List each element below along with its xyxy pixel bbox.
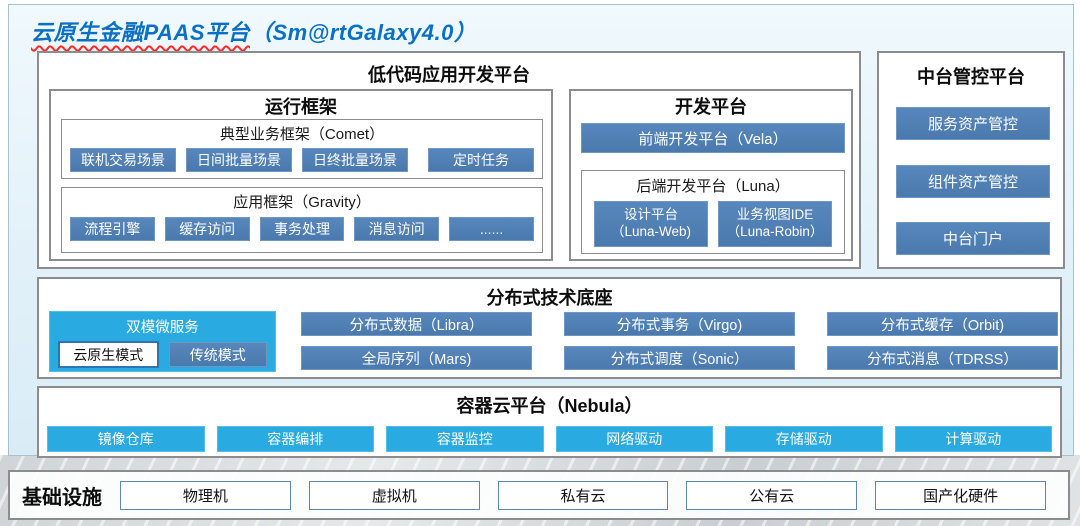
container-cloud-title: 容器云平台（Nebula） <box>456 396 643 416</box>
virtual-machine: 虚拟机 <box>308 480 480 510</box>
distributed-message-tdrss: 分布式消息（TDRSS） <box>827 346 1058 370</box>
mid-platform-title: 中台管控平台 <box>917 67 1025 87</box>
gravity-framework-panel: 应用框架（Gravity） 流程引擎 缓存访问 事务处理 消息访问 ...... <box>61 187 543 253</box>
gravity-items-row: 流程引擎 缓存访问 事务处理 消息访问 ...... <box>62 212 542 241</box>
image-registry: 镜像仓库 <box>47 426 205 452</box>
dual-mode-title: 双模微服务 <box>126 320 199 336</box>
gravity-framework-title: 应用框架（Gravity） <box>233 194 371 211</box>
dual-mode-row: 云原生模式 传统模式 <box>50 337 275 368</box>
page-title-version: （Sm@rtGalaxy4.0） <box>250 20 477 45</box>
luna-robin-ide: 业务视图IDE （Luna-Robin） <box>718 201 832 247</box>
comet-item-scheduled-task: 定时任务 <box>428 148 534 172</box>
comet-item-online-trade: 联机交易场景 <box>70 148 176 172</box>
lowcode-platform-title: 低代码应用开发平台 <box>368 65 530 85</box>
gravity-item-message-access: 消息访问 <box>354 217 440 241</box>
gravity-item-cache-access: 缓存访问 <box>164 217 250 241</box>
lowcode-platform-panel: 低代码应用开发平台 运行框架 典型业务框架（Comet） 联机交易场景 日间批量… <box>37 51 861 269</box>
runtime-framework-panel: 运行框架 典型业务框架（Comet） 联机交易场景 日间批量场景 日终批量场景 … <box>49 89 553 261</box>
private-cloud: 私有云 <box>497 480 669 510</box>
dev-platform-title: 开发平台 <box>675 97 747 117</box>
container-monitoring: 容器监控 <box>386 426 544 452</box>
mid-platform-items: 服务资产管控 组件资产管控 中台门户 <box>896 107 1050 255</box>
component-asset-control: 组件资产管控 <box>896 164 1050 198</box>
physical-machine: 物理机 <box>120 480 291 510</box>
luna-web-line1: 设计平台 <box>624 207 678 223</box>
dev-platform-panel: 开发平台 前端开发平台（Vela） 后端开发平台（Luna） 设计平台 （Lun… <box>569 89 853 261</box>
gravity-item-more: ...... <box>449 217 534 241</box>
comet-framework-title: 典型业务框架（Comet） <box>219 126 385 143</box>
luna-items-row: 设计平台 （Luna-Web) 业务视图IDE （Luna-Robin） <box>582 196 844 247</box>
luna-robin-line2: （Luna-Robin） <box>726 224 824 239</box>
comet-framework-panel: 典型业务框架（Comet） 联机交易场景 日间批量场景 日终批量场景 定时任务 <box>61 119 543 179</box>
luna-web-line2: （Luna-Web) <box>610 224 692 239</box>
infrastructure-items: 物理机 虚拟机 私有云 公有云 国产化硬件 <box>120 480 1046 510</box>
storage-driver: 存储驱动 <box>725 426 883 452</box>
luna-web-design-platform: 设计平台 （Luna-Web) <box>594 201 708 247</box>
vela-frontend-platform: 前端开发平台（Vela） <box>581 123 845 153</box>
mid-platform-panel: 中台管控平台 服务资产管控 组件资产管控 中台门户 <box>877 51 1065 269</box>
global-sequence-mars: 全局序列（Mars) <box>301 346 532 370</box>
runtime-framework-title: 运行框架 <box>265 97 337 117</box>
luna-robin-line1: 业务视图IDE <box>736 207 814 223</box>
container-cloud-items: 镜像仓库 容器编排 容器监控 网络驱动 存储驱动 计算驱动 <box>39 418 1060 452</box>
infrastructure-panel: 基础设施 物理机 虚拟机 私有云 公有云 国产化硬件 <box>8 470 1070 520</box>
luna-backend-panel: 后端开发平台（Luna） 设计平台 （Luna-Web) 业务视图IDE （Lu… <box>581 170 845 254</box>
distributed-transaction-virgo: 分布式事务（Virgo) <box>564 312 795 336</box>
comet-item-eod-batch: 日终批量场景 <box>302 148 408 172</box>
container-orchestration: 容器编排 <box>216 426 374 452</box>
public-cloud: 公有云 <box>686 480 858 510</box>
comet-items-row: 联机交易场景 日间批量场景 日终批量场景 定时任务 <box>62 144 542 172</box>
comet-item-daytime-batch: 日间批量场景 <box>186 148 292 172</box>
page-title: 云原生金融PAAS平台（Sm@rtGalaxy4.0） <box>31 15 476 47</box>
traditional-mode: 传统模式 <box>168 342 267 367</box>
distributed-scheduler-sonic: 分布式调度（Sonic） <box>564 346 795 370</box>
cloud-native-mode: 云原生模式 <box>58 341 159 368</box>
platform-canvas: 云原生金融PAAS平台（Sm@rtGalaxy4.0） 低代码应用开发平台 运行… <box>8 4 1074 458</box>
service-asset-control: 服务资产管控 <box>896 107 1050 140</box>
distributed-data-libra: 分布式数据（Libra） <box>301 312 532 336</box>
container-cloud-panel: 容器云平台（Nebula） 镜像仓库 容器编排 容器监控 网络驱动 存储驱动 计… <box>37 386 1062 458</box>
luna-backend-title: 后端开发平台（Luna） <box>636 178 790 195</box>
infrastructure-title: 基础设施 <box>22 486 102 509</box>
domestic-hardware: 国产化硬件 <box>875 480 1046 510</box>
dual-mode-microservice-box: 双模微服务 云原生模式 传统模式 <box>49 311 276 372</box>
page-title-main: 云原生金融PAAS平台 <box>31 20 250 45</box>
mid-platform-portal: 中台门户 <box>896 222 1050 255</box>
distributed-cache-orbit: 分布式缓存（Orbit) <box>827 312 1058 336</box>
distributed-base-panel: 分布式技术底座 双模微服务 云原生模式 传统模式 分布式数据（Libra） 分布… <box>37 277 1062 379</box>
network-driver: 网络驱动 <box>555 426 713 452</box>
compute-driver: 计算驱动 <box>894 426 1052 452</box>
distributed-items-grid: 分布式数据（Libra） 分布式事务（Virgo) 分布式缓存（Orbit) 全… <box>301 312 1058 370</box>
gravity-item-process-engine: 流程引擎 <box>70 217 155 241</box>
gravity-item-transaction: 事务处理 <box>259 217 345 241</box>
distributed-base-title: 分布式技术底座 <box>486 288 613 308</box>
